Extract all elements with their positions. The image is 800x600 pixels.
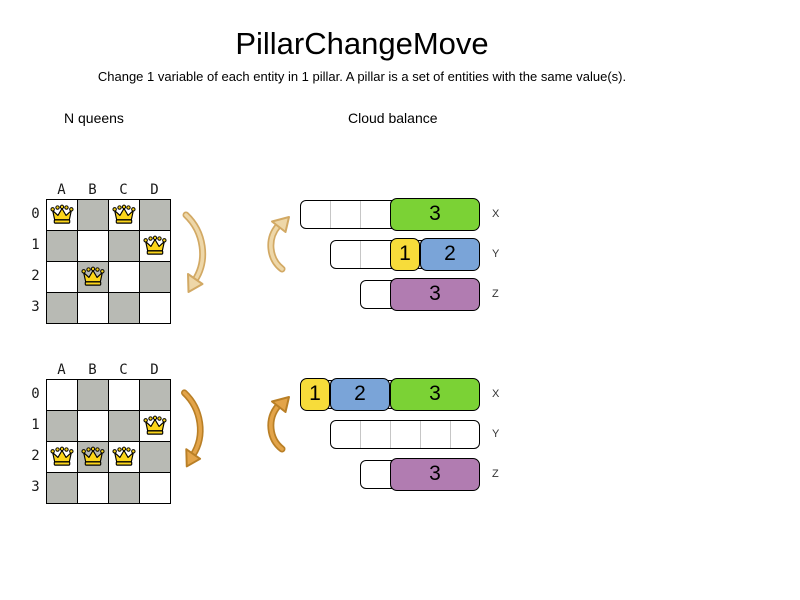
section-label-nqueens: N queens — [64, 110, 124, 126]
computer-label-x: X — [492, 208, 500, 220]
section-label-cloudbalance: Cloud balance — [348, 110, 438, 126]
board-cell-c3 — [109, 293, 139, 323]
capacity-tick — [450, 421, 451, 448]
computer-label-x: X — [492, 388, 500, 400]
board-cell-b2 — [78, 442, 108, 472]
capacity-tick — [360, 421, 361, 448]
column-header-d: D — [150, 362, 159, 378]
queen-icon — [50, 204, 74, 224]
process-block: 2 — [420, 238, 480, 271]
queen-icon — [143, 235, 167, 255]
process-block: 2 — [330, 378, 390, 411]
curved-arrow-up-faded-icon — [267, 216, 290, 273]
row-header-1: 1 — [31, 237, 40, 253]
board-row-labels: 0 1 2 3 — [28, 199, 43, 323]
computer-label-y: Y — [492, 248, 500, 260]
board-cell-b2 — [78, 262, 108, 292]
column-header-b: B — [88, 362, 97, 378]
board-cell-a1 — [47, 231, 77, 261]
row-header-0: 0 — [31, 386, 40, 402]
board-cell-a0 — [47, 200, 77, 230]
board-cell-b0 — [78, 380, 108, 410]
capacity-tick — [360, 201, 361, 228]
board-cell-b3 — [78, 473, 108, 503]
board-row-labels: 0 1 2 3 — [28, 379, 43, 503]
row-header-3: 3 — [31, 299, 40, 315]
queen-icon — [112, 204, 136, 224]
computer-label-z: Z — [492, 468, 499, 480]
computer-label-y: Y — [492, 428, 500, 440]
board-cell-d1 — [140, 411, 170, 441]
board-cell-a1 — [47, 411, 77, 441]
board-cell-a3 — [47, 293, 77, 323]
capacity-tick — [390, 421, 391, 448]
process-block: 3 — [390, 458, 480, 491]
board-cell-a3 — [47, 473, 77, 503]
row-header-2: 2 — [31, 448, 40, 464]
board-cell-c0 — [109, 200, 139, 230]
process-block: 3 — [390, 198, 480, 231]
board-cell-d1 — [140, 231, 170, 261]
row-header-0: 0 — [31, 206, 40, 222]
board-cell-b3 — [78, 293, 108, 323]
board-cell-d2 — [140, 262, 170, 292]
curved-arrow-down-faded-icon — [182, 211, 207, 293]
board-cell-c2 — [109, 262, 139, 292]
board-grid — [46, 199, 171, 324]
queen-icon — [143, 415, 167, 435]
board-cell-c1 — [109, 231, 139, 261]
process-block: 3 — [390, 378, 480, 411]
queen-icon — [112, 446, 136, 466]
process-block: 1 — [300, 378, 330, 411]
column-header-b: B — [88, 182, 97, 198]
queen-icon — [50, 446, 74, 466]
board-cell-d0 — [140, 200, 170, 230]
column-header-a: A — [57, 182, 66, 198]
column-header-c: C — [119, 362, 128, 378]
curved-arrow-down-solid-icon — [181, 389, 204, 468]
board-column-headers: A B C D — [46, 182, 170, 198]
process-block: 3 — [390, 278, 480, 311]
computer-label-z: Z — [492, 288, 499, 300]
row-header-3: 3 — [31, 479, 40, 495]
capacity-tick — [420, 421, 421, 448]
row-header-2: 2 — [31, 268, 40, 284]
board-cell-b1 — [78, 411, 108, 441]
column-header-a: A — [57, 362, 66, 378]
page-subtitle: Change 1 variable of each entity in 1 pi… — [97, 69, 627, 84]
board-cell-b1 — [78, 231, 108, 261]
column-header-d: D — [150, 182, 159, 198]
computer-bar-y — [330, 420, 480, 449]
curved-arrow-up-solid-icon — [267, 396, 290, 453]
column-header-c: C — [119, 182, 128, 198]
board-column-headers: A B C D — [46, 362, 170, 378]
board-cell-d3 — [140, 473, 170, 503]
capacity-tick — [330, 201, 331, 228]
board-cell-a0 — [47, 380, 77, 410]
board-cell-d2 — [140, 442, 170, 472]
board-cell-d0 — [140, 380, 170, 410]
board-cell-c2 — [109, 442, 139, 472]
page-title: PillarChangeMove — [235, 26, 489, 61]
board-cell-a2 — [47, 442, 77, 472]
queen-icon — [81, 446, 105, 466]
board-cell-c0 — [109, 380, 139, 410]
board-cell-c1 — [109, 411, 139, 441]
process-block: 1 — [390, 238, 420, 271]
capacity-tick — [360, 241, 361, 268]
board-cell-a2 — [47, 262, 77, 292]
board-grid — [46, 379, 171, 504]
row-header-1: 1 — [31, 417, 40, 433]
board-cell-b0 — [78, 200, 108, 230]
board-cell-d3 — [140, 293, 170, 323]
board-cell-c3 — [109, 473, 139, 503]
queen-icon — [81, 266, 105, 286]
